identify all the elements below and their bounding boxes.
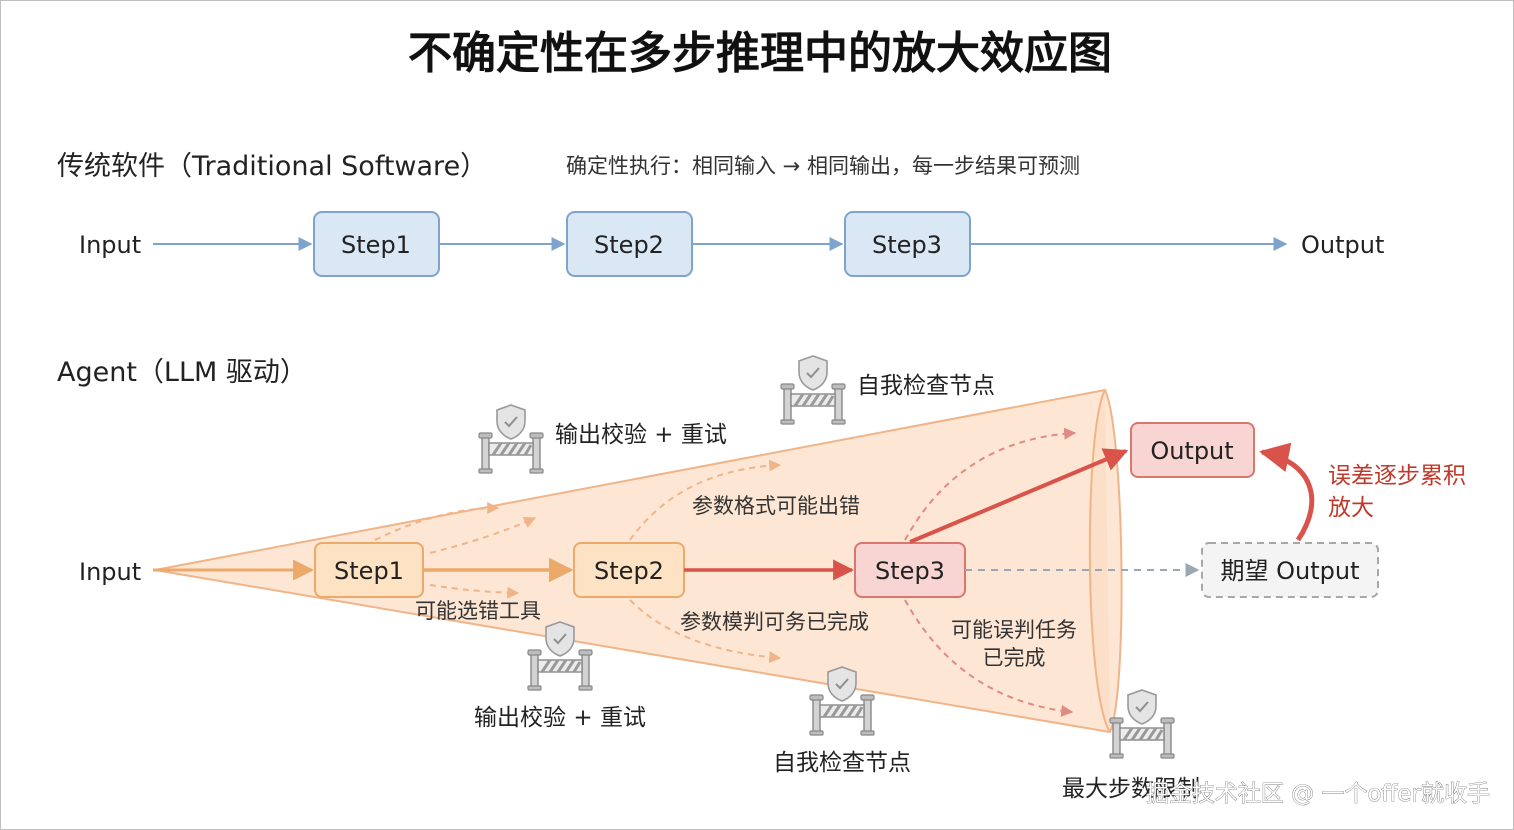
shield-barrier-icon (1108, 688, 1176, 760)
agent-heading: Agent（LLM 驱动） (57, 357, 307, 388)
agent-output-label: Output (1150, 437, 1233, 465)
guard-self-check-top: 自我检查节点 (857, 373, 995, 399)
branch-arrow-step1-up-a (374, 502, 500, 541)
annotation-param-format: 参数格式可能出错 (692, 494, 860, 518)
annotation-misjudge-task-line1: 可能误判任务 (951, 618, 1077, 642)
agent-input-label: Input (79, 558, 141, 586)
traditional-step3-label: Step3 (872, 231, 942, 259)
guard-validate-retry-bottom: 输出校验 + 重试 (474, 705, 646, 731)
agent-step3-box: Step3 (854, 542, 966, 598)
traditional-input-label: Input (79, 231, 141, 259)
agent-step1-label: Step1 (334, 557, 404, 585)
agent-arrow-step3-output (909, 448, 1129, 544)
agent-step2-label: Step2 (594, 557, 664, 585)
branch-arrow-step3-up (904, 427, 1077, 541)
traditional-output-label: Output (1301, 231, 1384, 259)
watermark: 掘金技术社区 @ 一个offer就收手 (1146, 781, 1490, 807)
traditional-note: 确定性执行：相同输入 → 相同输出，每一步结果可预测 (566, 154, 1080, 178)
traditional-step1-label: Step1 (341, 231, 411, 259)
expected-output-label: 期望 Output (1221, 557, 1360, 585)
branch-arrow-step3-down (904, 599, 1074, 717)
guard-validate-retry-top: 输出校验 + 重试 (555, 422, 727, 448)
shield-barrier-icon (779, 354, 847, 426)
agent-output-box: Output (1130, 422, 1255, 478)
branch-arrow-step1-up-b (429, 516, 537, 554)
annotation-misjudge-task-line2: 已完成 (983, 646, 1046, 670)
annotation-wrong-tool: 可能选错工具 (415, 599, 541, 623)
traditional-heading: 传统软件（Traditional Software） (57, 151, 487, 182)
branch-arrow-step1-down (429, 584, 520, 599)
agent-step3-label: Step3 (875, 557, 945, 585)
diagram-title: 不确定性在多步推理中的放大效应图 (408, 28, 1112, 79)
annotation-misjudge-done: 参数模判可务已完成 (680, 610, 869, 634)
error-accumulation-arrow (1259, 442, 1315, 542)
agent-step1-box: Step1 (314, 542, 424, 598)
error-accumulation-line1: 误差逐步累积 (1328, 463, 1466, 489)
guard-max-steps: 最大步数限制 (1062, 776, 1200, 802)
shield-barrier-icon (477, 403, 545, 475)
guard-self-check-bottom: 自我检查节点 (773, 750, 911, 776)
branch-arrow-step2-down (629, 599, 782, 664)
expected-output-box: 期望 Output (1201, 542, 1379, 598)
traditional-step2-box: Step2 (566, 211, 693, 277)
traditional-step2-label: Step2 (594, 231, 664, 259)
agent-step2-box: Step2 (573, 542, 685, 598)
traditional-step1-box: Step1 (313, 211, 440, 277)
error-accumulation-line2: 放大 (1328, 495, 1374, 521)
traditional-step3-box: Step3 (844, 211, 971, 277)
